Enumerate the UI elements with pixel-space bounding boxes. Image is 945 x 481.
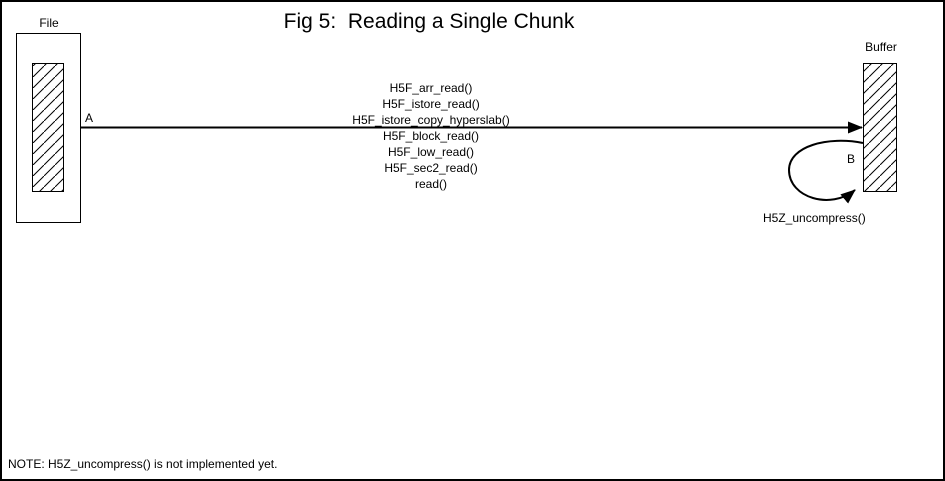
buffer-box-label: Buffer xyxy=(865,40,897,54)
file-box-label: File xyxy=(39,16,59,30)
figure-footnote: NOTE: H5Z_uncompress() is not implemente… xyxy=(8,457,278,471)
arrow-endpoint-a-label: A xyxy=(85,111,94,125)
call-stack-line: H5F_istore_read() xyxy=(382,97,480,111)
call-stack-line: H5F_block_read() xyxy=(382,129,480,143)
call-stack-line: H5F_arr_read() xyxy=(389,81,473,95)
call-stack-line: H5F_istore_copy_hyperslab() xyxy=(352,113,510,127)
buffer-rect-hatched xyxy=(863,63,897,192)
figure-title: Fig 5: Reading a Single Chunk xyxy=(283,10,575,33)
call-stack-line: H5F_sec2_read() xyxy=(384,161,478,175)
uncompress-loop-arrow xyxy=(787,139,864,204)
read-call-stack: H5F_arr_read() H5F_istore_read() H5F_ist… xyxy=(352,80,509,192)
call-stack-line: read() xyxy=(414,177,447,191)
uncompress-call-label: H5Z_uncompress() xyxy=(763,211,866,225)
arrow-endpoint-b-label: B xyxy=(847,152,856,166)
call-stack-line: H5F_low_read() xyxy=(387,145,475,159)
file-chunk-hatched xyxy=(32,63,64,192)
